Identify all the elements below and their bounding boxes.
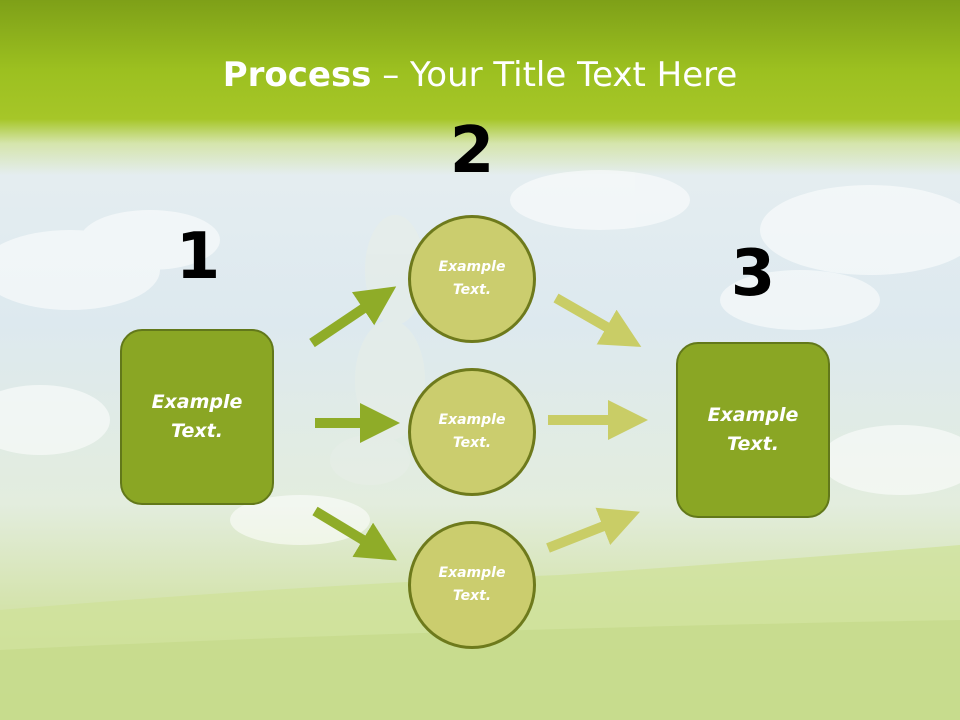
circle-top: Example Text. [408, 215, 536, 343]
circle-bottom-label: Example Text. [438, 565, 506, 604]
title-rest: – Your Title Text Here [371, 55, 738, 95]
arrow-right-bottom [546, 507, 641, 553]
title-bold: Process [222, 55, 372, 95]
slide-title: Process – Your Title Text Here [0, 52, 960, 98]
left-box: Example Text. [120, 329, 274, 505]
right-box: Example Text. [676, 342, 830, 518]
arrow-left-bottom [312, 506, 397, 561]
header-band [0, 0, 960, 175]
left-box-label: Example Text. [151, 391, 243, 442]
circle-top-label: Example Text. [438, 259, 506, 298]
circle-bottom: Example Text. [408, 521, 536, 649]
step-number-3: 3 [730, 237, 776, 311]
right-box-label: Example Text. [707, 404, 799, 455]
arrow-right-top [553, 293, 642, 347]
circle-middle-label: Example Text. [438, 412, 506, 451]
step-number-1: 1 [175, 220, 221, 294]
arrow-left-top [309, 286, 397, 348]
step-number-2: 2 [449, 114, 495, 188]
circle-middle: Example Text. [408, 368, 536, 496]
